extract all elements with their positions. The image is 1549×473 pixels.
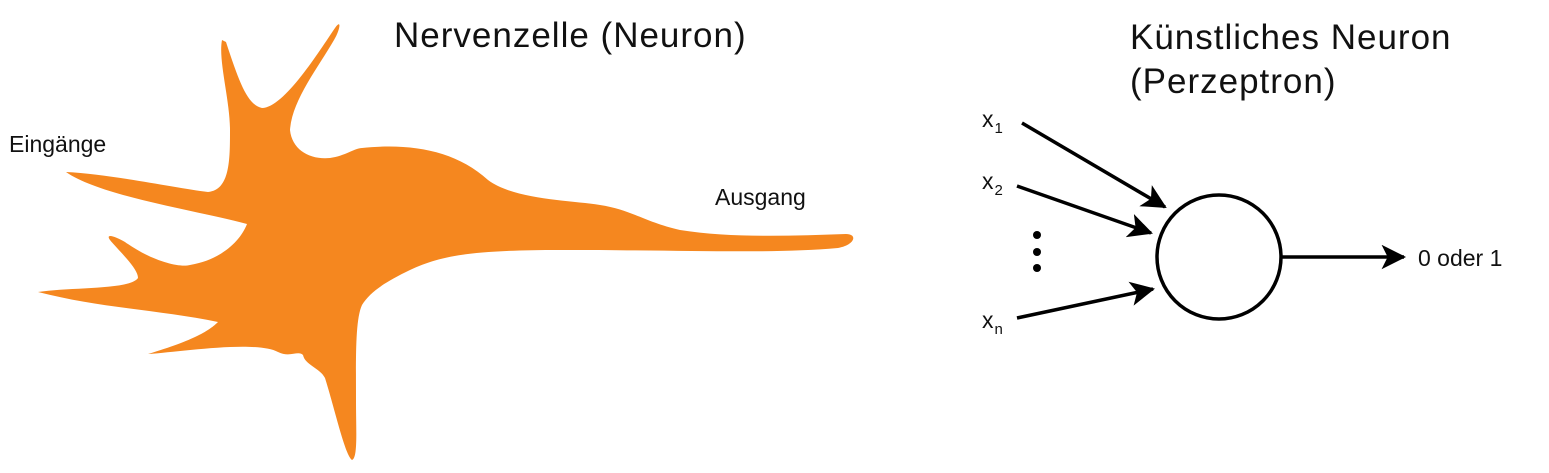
perceptron-node	[1155, 193, 1283, 321]
input-subscript: n	[994, 321, 1003, 338]
neuron-inputs-label: Eingänge	[9, 131, 107, 157]
perceptron-title-line1: Künstliches Neuron	[1130, 18, 1452, 57]
input-label-x1: x1	[982, 106, 1003, 142]
input-subscript: 1	[994, 120, 1003, 137]
ellipsis-dot	[1033, 248, 1041, 256]
input-label-x2: x2	[982, 168, 1003, 204]
neuron-output-label: Ausgang	[715, 184, 806, 210]
input-var: x	[982, 307, 994, 333]
input-arrow-2	[1016, 184, 1153, 238]
input-var: x	[982, 106, 994, 132]
neuron-cell-shape	[38, 24, 854, 460]
input-subscript: 2	[994, 182, 1003, 199]
perceptron-title-line2: (Perzeptron)	[1130, 62, 1337, 101]
input-label-xn: xn	[982, 307, 1003, 343]
perceptron-output-label: 0 oder 1	[1418, 245, 1503, 271]
ellipsis-dot	[1033, 264, 1041, 272]
ellipsis-dot	[1033, 231, 1041, 239]
neuron-title: Nervenzelle (Neuron)	[394, 16, 747, 55]
input-arrow-n	[1016, 281, 1155, 320]
input-arrow-1	[1021, 121, 1167, 209]
input-var: x	[982, 168, 994, 194]
